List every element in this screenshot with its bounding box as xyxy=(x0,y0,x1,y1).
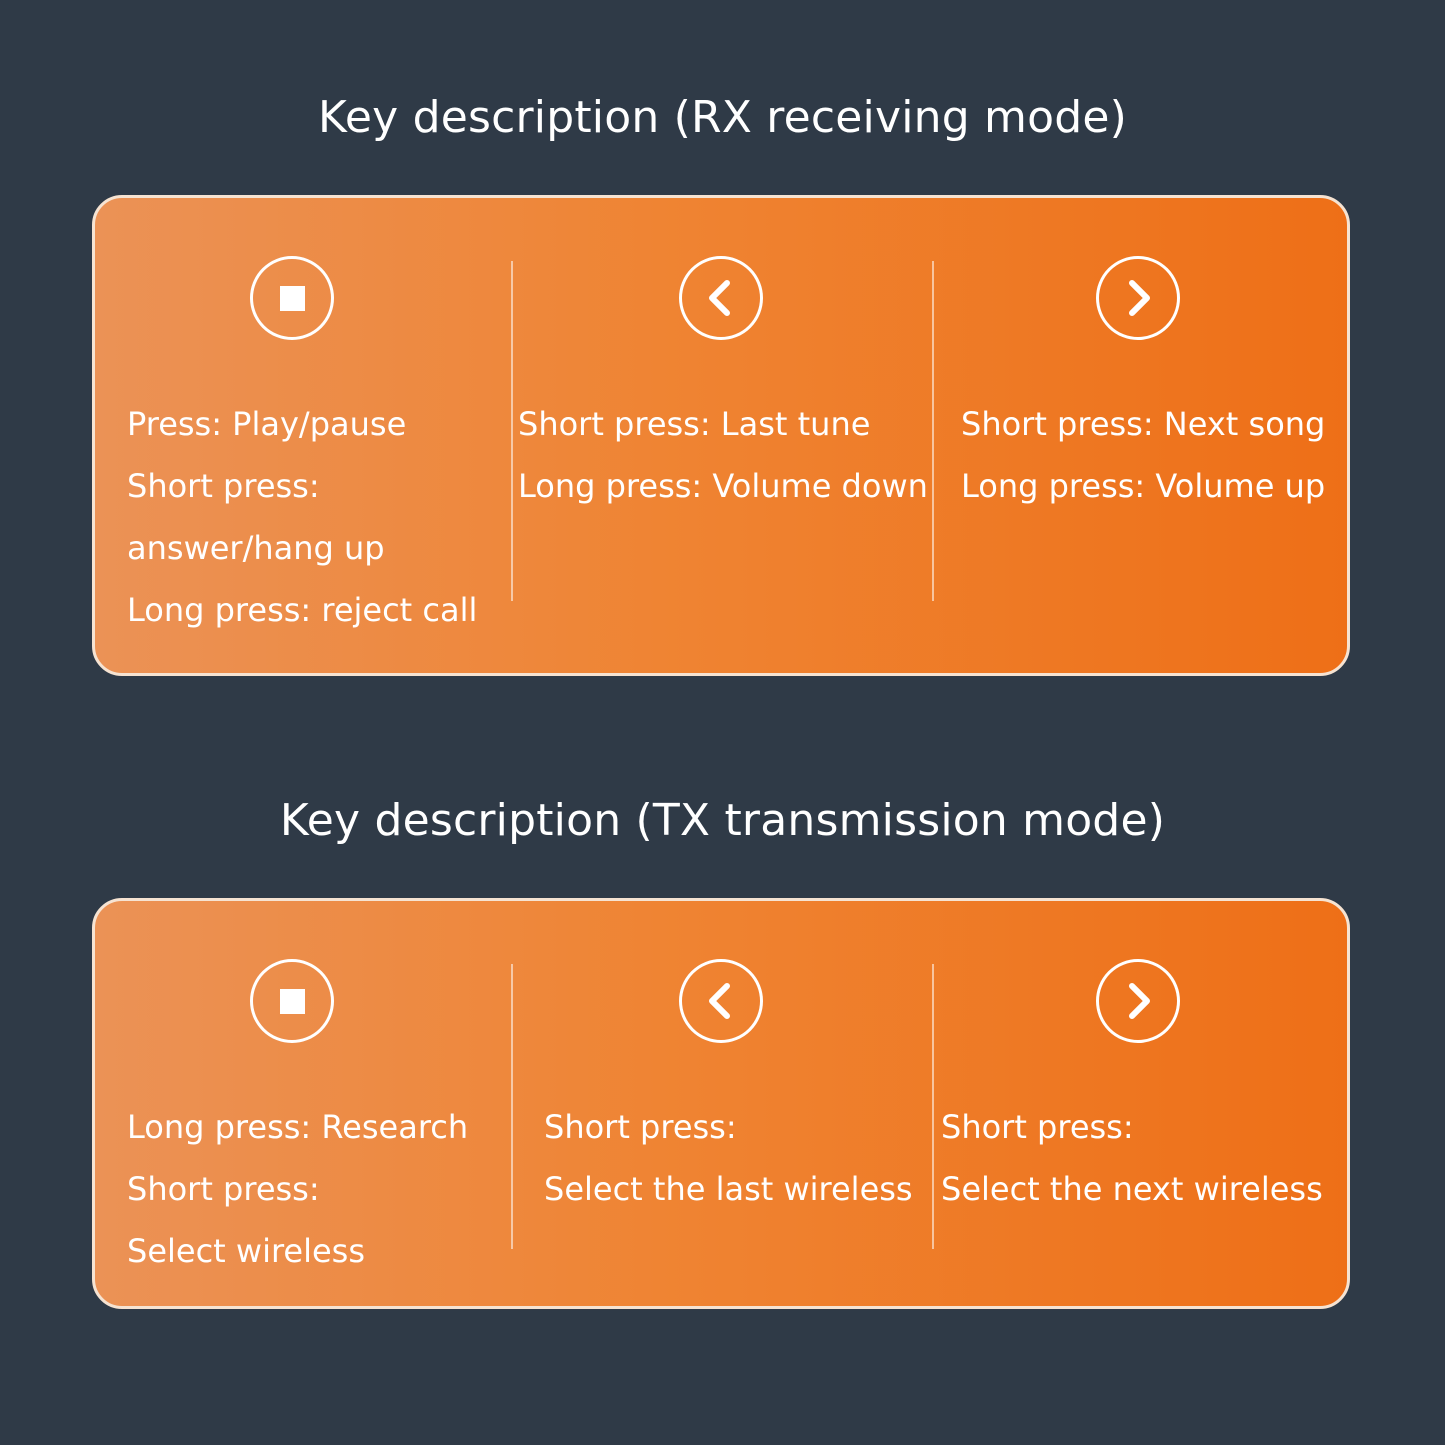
column-divider xyxy=(511,964,513,1249)
chevron-right-icon xyxy=(1096,256,1180,340)
tx-col1-line3: Select wireless xyxy=(127,1232,366,1270)
tx-key-panel: Long press: Research Short press: Select… xyxy=(92,898,1350,1309)
column-divider xyxy=(932,261,934,601)
chevron-left-icon xyxy=(679,256,763,340)
rx-col3-line1: Short press: Next song xyxy=(961,405,1326,443)
tx-col3-line1: Short press: xyxy=(941,1108,1134,1146)
rx-col1-line2: Short press: xyxy=(127,467,320,505)
tx-col2-line1: Short press: xyxy=(544,1108,737,1146)
rx-col1-line3: answer/hang up xyxy=(127,529,385,567)
rx-col1-line4: Long press: reject call xyxy=(127,591,478,629)
rx-col2-line1: Short press: Last tune xyxy=(518,405,871,443)
tx-col3-line2: Select the next wireless xyxy=(941,1170,1323,1208)
column-divider xyxy=(511,261,513,601)
rx-col2-line2: Long press: Volume down xyxy=(518,467,928,505)
column-divider xyxy=(932,964,934,1249)
rx-section-title: Key description (RX receiving mode) xyxy=(318,92,1127,143)
stop-icon xyxy=(250,256,334,340)
chevron-right-icon xyxy=(1096,959,1180,1043)
tx-col1-line1: Long press: Research xyxy=(127,1108,469,1146)
tx-section-title: Key description (TX transmission mode) xyxy=(279,795,1166,846)
tx-col2-line2: Select the last wireless xyxy=(544,1170,913,1208)
rx-col1-line1: Press: Play/pause xyxy=(127,405,407,443)
rx-key-panel: Press: Play/pause Short press: answer/ha… xyxy=(92,195,1350,676)
tx-col1-line2: Short press: xyxy=(127,1170,320,1208)
chevron-left-icon xyxy=(679,959,763,1043)
rx-col3-line2: Long press: Volume up xyxy=(961,467,1326,505)
stop-icon xyxy=(250,959,334,1043)
